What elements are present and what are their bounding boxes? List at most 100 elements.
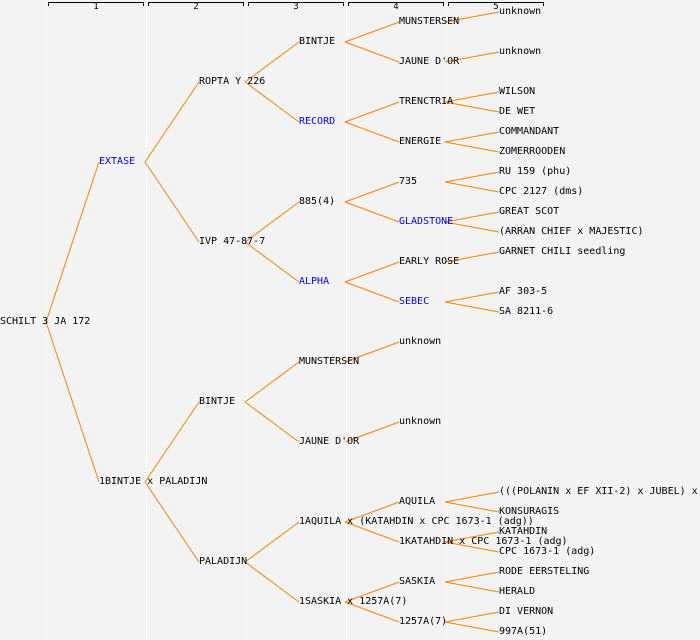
- ancestor-node: PALADIJN: [199, 556, 248, 567]
- ancestor-node: SASKIA: [399, 576, 436, 587]
- ancestor-node: unknown: [399, 416, 442, 427]
- parent-link-line: [444, 611, 500, 623]
- parent-link-line: [444, 491, 500, 503]
- ancestor-node[interactable]: RECORD: [299, 116, 336, 127]
- parent-link-line: [444, 181, 500, 193]
- parent-link-line: [444, 251, 500, 263]
- ancestor-node: BINTJE: [299, 36, 336, 47]
- column-divider: [446, 0, 447, 640]
- ancestor-node: GARNET CHILI seedling: [499, 246, 626, 257]
- column-divider: [246, 0, 247, 640]
- ancestor-node: 1SASKIA x 1257A(7): [299, 596, 408, 607]
- parent-link-line: [444, 211, 500, 223]
- ancestor-node: DE WET: [499, 106, 536, 117]
- parent-link-line: [344, 181, 400, 203]
- parent-link-line: [444, 141, 500, 153]
- ancestor-node: TRENCTRIA: [399, 96, 454, 107]
- parent-link-line: [244, 561, 300, 603]
- parent-link-line: [444, 621, 500, 633]
- parent-link-line: [244, 41, 300, 83]
- parent-link-line: [444, 171, 500, 183]
- parent-link-line: [344, 281, 400, 303]
- parent-link-line: [344, 121, 400, 143]
- parent-link-line: [144, 401, 200, 483]
- parent-link-line: [444, 581, 500, 593]
- parent-link-line: [444, 101, 500, 113]
- ancestor-node[interactable]: GLADSTONE: [399, 216, 454, 227]
- parent-link-line: [444, 131, 500, 143]
- column-bracket: [148, 2, 244, 6]
- ancestor-node: IVP 47-87-7: [199, 236, 266, 247]
- parent-link-line: [144, 161, 200, 243]
- parent-link-line: [244, 521, 300, 563]
- root-cultivar: SCHILT 3 JA 172: [0, 316, 91, 327]
- ancestor-node: WILSON: [499, 86, 536, 97]
- ancestor-node: (((POLANIN x EF XII-2) x JUBEL) x: [499, 486, 698, 497]
- generation-number: 5: [493, 2, 499, 12]
- generation-number: 3: [293, 2, 299, 12]
- ancestor-node[interactable]: EXTASE: [99, 156, 136, 167]
- ancestor-node: CPC 1673-1 (adg): [499, 546, 596, 557]
- parent-link-line: [244, 401, 300, 443]
- parent-link-line: [444, 51, 500, 63]
- ancestor-node: ZOMERROODEN: [499, 146, 566, 157]
- column-divider: [146, 0, 147, 640]
- ancestor-node: 735: [399, 176, 418, 187]
- ancestor-node: DI VERNON: [499, 606, 554, 617]
- parent-link-line: [444, 291, 500, 303]
- ancestor-node: EARLY ROSE: [399, 256, 460, 267]
- ancestor-node: KATAHDIN: [499, 526, 548, 537]
- parent-link-line: [444, 501, 500, 513]
- parent-link-line: [144, 81, 200, 163]
- parent-link-line: [444, 541, 500, 553]
- ancestor-node[interactable]: ALPHA: [299, 276, 330, 287]
- ancestor-node: 1BINTJE x PALADIJN: [99, 476, 208, 487]
- column-bracket: [448, 2, 544, 6]
- ancestor-node: GREAT SCOT: [499, 206, 560, 217]
- parent-link-line: [444, 11, 500, 23]
- generation-number: 1: [93, 2, 99, 12]
- parent-link-line: [45, 161, 100, 323]
- parent-link-line: [244, 201, 300, 243]
- ancestor-node: MUNSTERSEN: [399, 16, 460, 27]
- ancestor-node: COMMANDANT: [499, 126, 560, 137]
- ancestor-node: JAUNE D'OR: [399, 56, 460, 67]
- ancestor-node: 1AQUILA x (KATAHDIN x CPC 1673-1 (adg)): [299, 516, 534, 527]
- ancestor-node: MUNSTERSEN: [299, 356, 360, 367]
- parent-link-line: [45, 321, 100, 483]
- parent-link-line: [244, 241, 300, 283]
- ancestor-node: ENERGIE: [399, 136, 442, 147]
- ancestor-node: AF 303-5: [499, 286, 548, 297]
- ancestor-node: 1257A(7): [399, 616, 448, 627]
- ancestor-node: unknown: [499, 6, 542, 17]
- parent-link-line: [444, 301, 500, 313]
- ancestor-node: RU 159 (phu): [499, 166, 572, 177]
- parent-link-line: [344, 501, 400, 523]
- column-bracket: [248, 2, 344, 6]
- ancestor-node: ROPTA Y 226: [199, 76, 266, 87]
- ancestor-node: AQUILA: [399, 496, 436, 507]
- ancestor-node: JAUNE D'OR: [299, 436, 360, 447]
- ancestor-node: SA 8211-6: [499, 306, 554, 317]
- ancestor-node: 997A(51): [499, 626, 548, 637]
- parent-link-line: [344, 581, 400, 603]
- parent-link-line: [344, 201, 400, 223]
- parent-link-line: [244, 81, 300, 123]
- ancestor-node[interactable]: SEBEC: [399, 296, 430, 307]
- generation-number: 2: [193, 2, 199, 12]
- parent-link-line: [344, 21, 400, 43]
- parent-link-line: [344, 521, 400, 543]
- ancestor-node: HERALD: [499, 586, 536, 597]
- ancestor-node: (ARRAN CHIEF x MAJESTIC): [499, 226, 644, 237]
- parent-link-line: [344, 421, 400, 443]
- parent-link-line: [244, 361, 300, 403]
- parent-link-line: [144, 481, 200, 563]
- parent-link-line: [444, 531, 500, 543]
- parent-link-line: [344, 41, 400, 63]
- column-divider: [346, 0, 347, 640]
- ancestor-node: 885(4): [299, 196, 336, 207]
- parent-link-line: [444, 221, 500, 233]
- generation-number: 4: [393, 2, 399, 12]
- parent-link-line: [344, 341, 400, 363]
